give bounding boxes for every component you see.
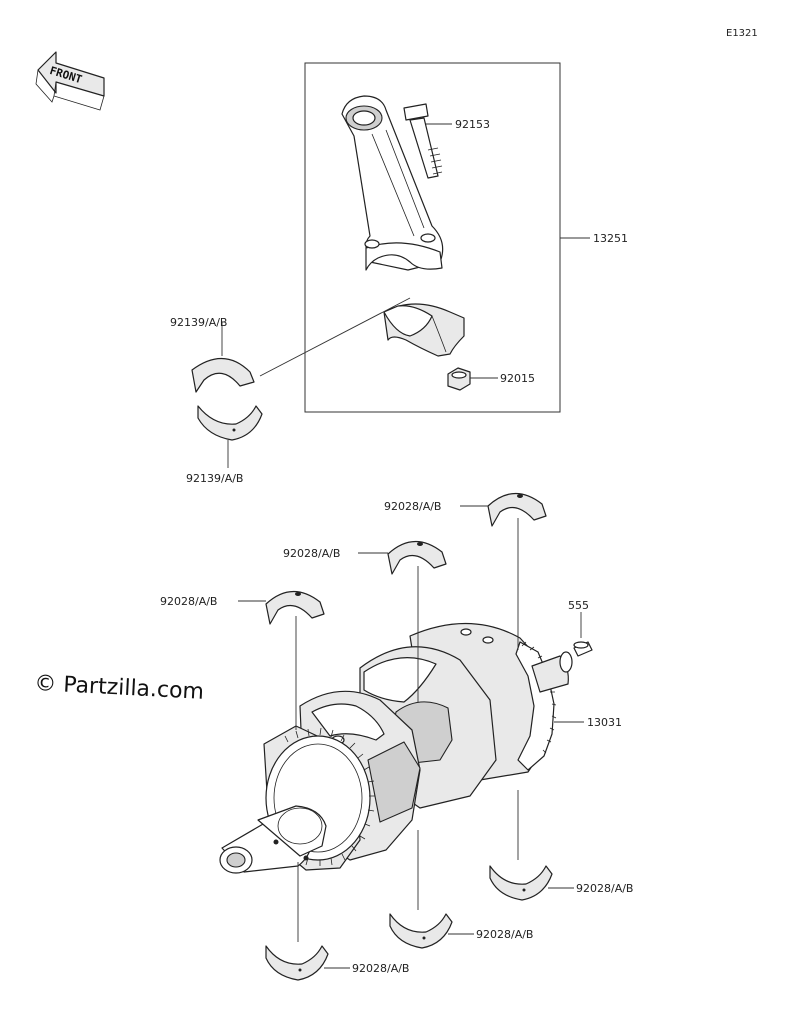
watermark: © Partzilla.com <box>34 671 205 705</box>
callout-main-bearing-top-right: 92028/A/B <box>384 500 441 513</box>
callout-con-rod-assy: 13251 <box>593 232 628 245</box>
rod-bearing-lower-drawing <box>197 405 263 441</box>
main-bearing-top-right-drawing <box>487 492 547 527</box>
pin-drawing <box>573 641 593 657</box>
callout-main-bearing-top-left: 92028/A/B <box>160 595 217 608</box>
front-arrow-icon: FRONT <box>35 51 105 111</box>
nut-drawing <box>447 367 498 391</box>
connecting-rod-drawing <box>341 95 444 271</box>
callout-rod-bearing-lower: 92139/A/B <box>186 472 243 485</box>
callout-rod-bearing-upper: 92139/A/B <box>170 316 227 329</box>
main-bearing-bottom-mid-drawing <box>389 913 453 949</box>
callout-nut: 92015 <box>500 372 535 385</box>
main-bearing-top-left-drawing <box>265 590 325 625</box>
callout-bolt: 92153 <box>455 118 490 131</box>
main-bearing-bottom-right-drawing <box>489 865 553 901</box>
crankshaft-drawing <box>219 622 573 874</box>
callout-main-bearing-bottom-left: 92028/A/B <box>352 962 409 975</box>
diagram-code: E1321 <box>726 28 758 39</box>
con-rod-assembly-box <box>304 62 561 413</box>
callout-main-bearing-bottom-right: 92028/A/B <box>576 882 633 895</box>
rod-bearing-upper-drawing <box>191 357 255 393</box>
callout-pin: 555 <box>568 599 589 612</box>
main-bearing-bottom-left-drawing <box>265 945 329 981</box>
callout-main-bearing-bottom-mid: 92028/A/B <box>476 928 533 941</box>
main-bearing-top-mid-drawing <box>387 540 447 575</box>
rod-cap-drawing <box>383 303 465 357</box>
bolt-drawing <box>403 103 452 179</box>
callout-crankshaft: 13031 <box>587 716 622 729</box>
callout-main-bearing-top-mid: 92028/A/B <box>283 547 340 560</box>
